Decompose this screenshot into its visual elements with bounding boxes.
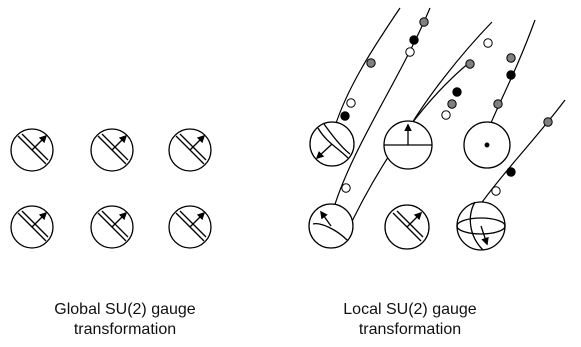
event-dot-gray [465,59,475,69]
global-sphere [168,128,212,172]
event-dot-gray [366,58,376,68]
worldline [479,99,566,206]
global-sphere [168,205,212,249]
local-sphere [456,201,506,251]
local-caption-line1: Local SU(2) gauge [343,301,477,318]
local-caption-line2: transformation [358,321,462,338]
local-panel [331,7,566,237]
event-dot-gray [493,99,503,109]
event-dot-gray [506,53,516,63]
local-sphere [384,204,430,250]
event-dot-gray [543,117,553,127]
local-sphere [463,121,511,169]
local-sphere [309,121,355,167]
event-dot-open [346,98,356,108]
event-dot-open [405,47,415,57]
local-sphere [383,120,433,170]
event-dot-filled [506,70,516,80]
worldline [332,7,401,134]
global-sphere [10,205,54,249]
event-dots [340,17,553,196]
global-sphere [90,128,134,172]
event-dot-filled [452,87,462,97]
event-dot-filled [340,111,350,121]
global-caption-line2: transformation [73,321,177,338]
global-panel [10,128,212,249]
global-caption: Global SU(2) gauge transformation [20,300,230,340]
event-dot-open [491,186,501,196]
event-dot-gray [447,99,457,109]
local-sphere [308,203,354,249]
global-sphere [90,205,134,249]
event-dot-gray [419,17,429,27]
global-sphere [10,128,54,172]
worldline [331,7,431,215]
event-dot-open [483,38,493,48]
global-caption-line1: Global SU(2) gauge [54,301,196,318]
local-spheres [308,120,511,251]
event-dot-open [341,183,351,193]
local-caption: Local SU(2) gauge transformation [300,300,520,340]
event-dot-filled [506,167,516,177]
event-dot-filled [409,35,419,45]
event-dot-open [441,110,451,120]
